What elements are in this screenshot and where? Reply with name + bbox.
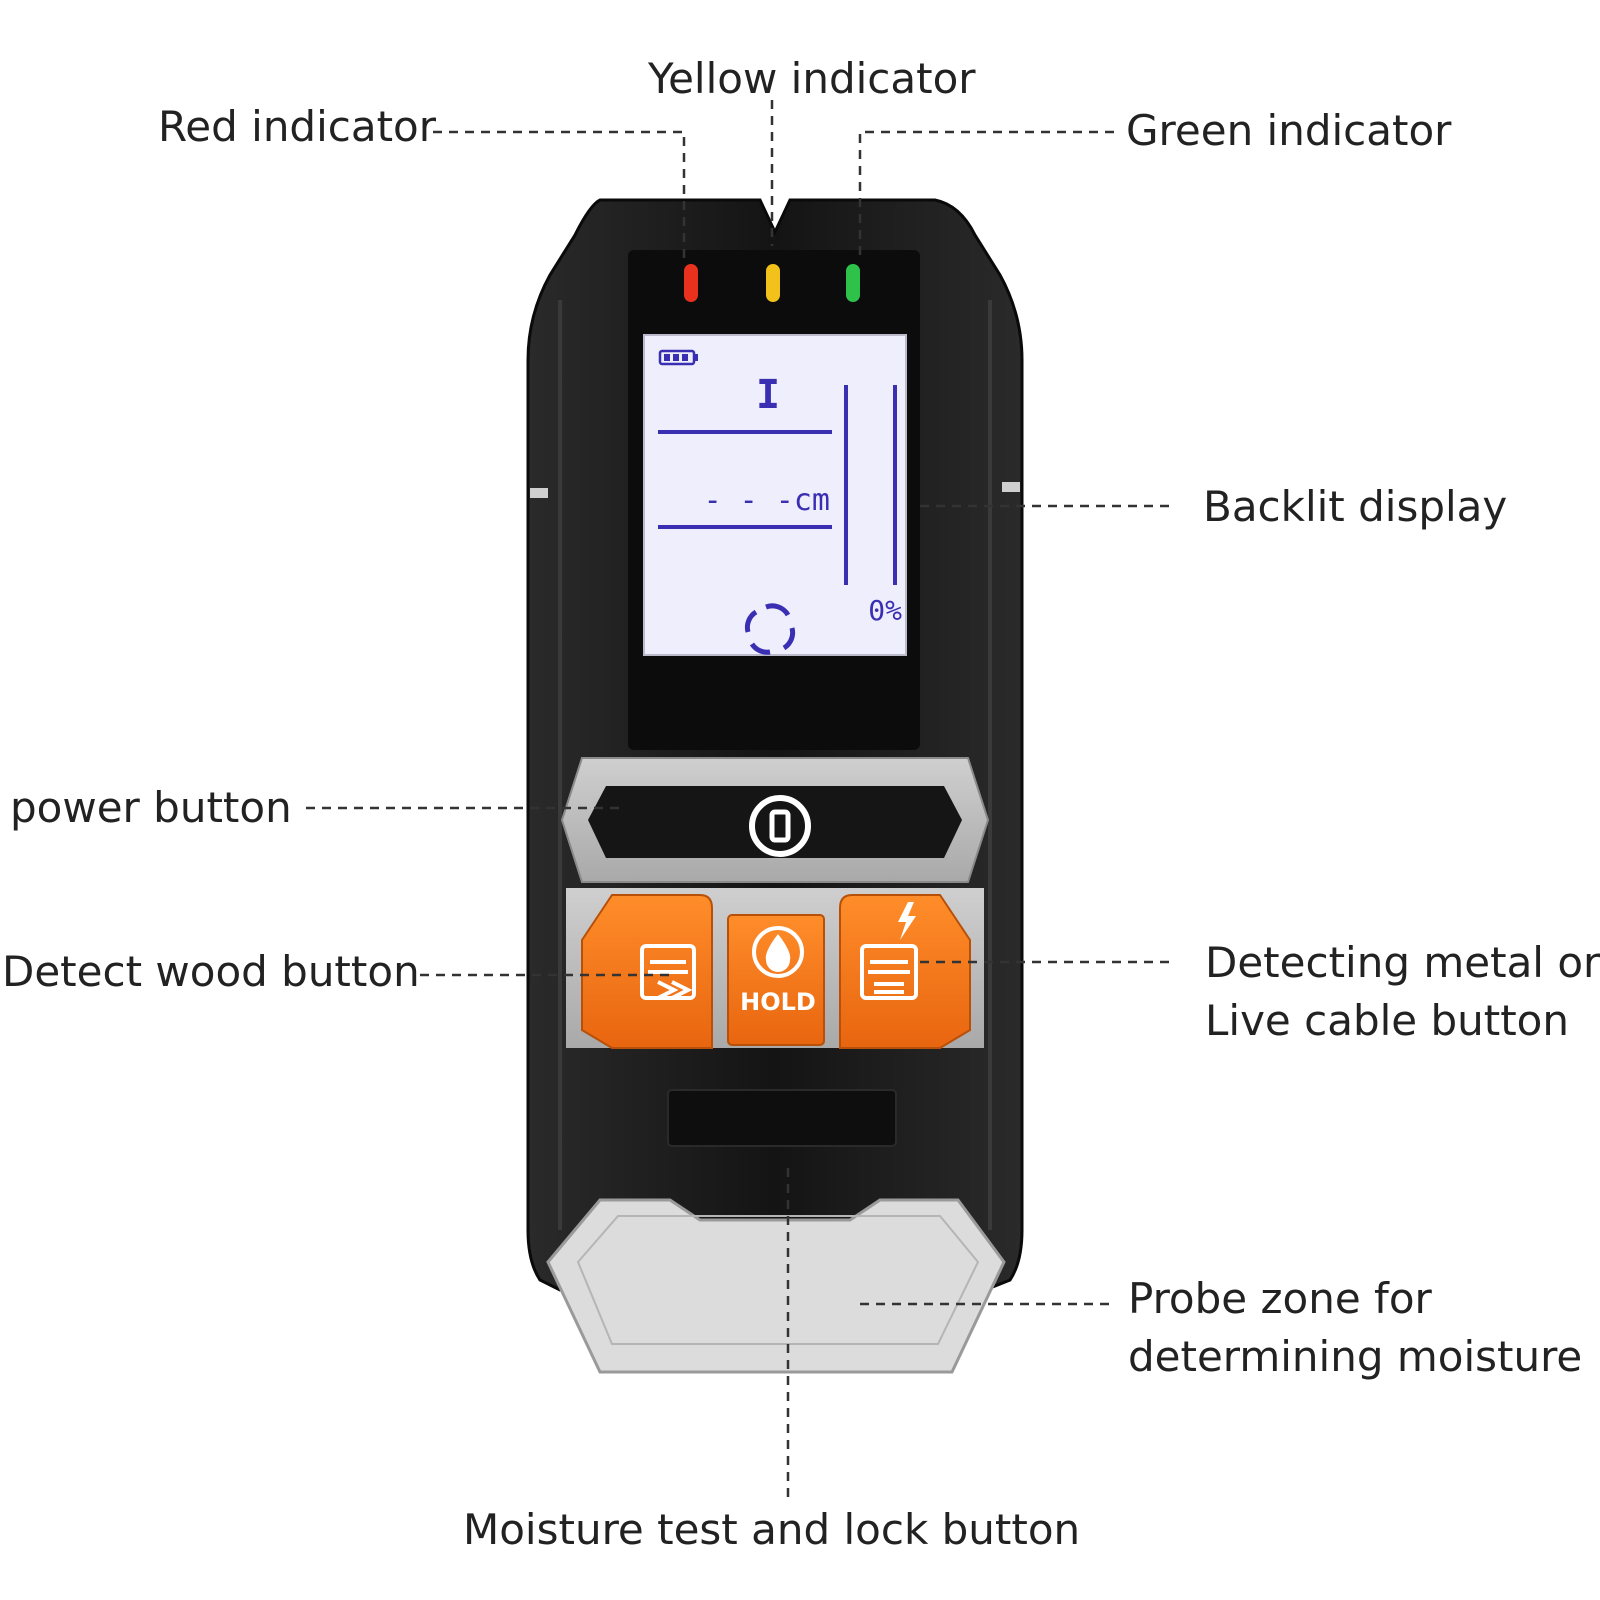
moisture-hold-button[interactable]: HOLD: [727, 914, 825, 1046]
detect-metal-button[interactable]: [839, 894, 971, 1049]
label-power-button: power button: [10, 783, 292, 832]
detect-wood-button[interactable]: [581, 894, 713, 1049]
power-band: [560, 757, 990, 883]
lcd-percent-readout: 0%: [868, 594, 902, 627]
target-icon: [744, 603, 796, 655]
water-drop-icon: [752, 926, 804, 978]
lower-body: [667, 1089, 897, 1147]
probe-zone: [546, 1198, 1006, 1374]
yellow-led: [766, 264, 780, 302]
label-detect-metal-line2: Live cable button: [1205, 996, 1569, 1045]
leader-red: [433, 130, 686, 262]
lcd-distance-readout: - - -cm: [704, 483, 830, 518]
label-detect-metal-line1: Detecting metal or: [1205, 938, 1600, 987]
label-moisture-button: Moisture test and lock button: [463, 1505, 1081, 1554]
lightning-icon: [898, 902, 916, 940]
label-red-indicator: Red indicator: [158, 102, 437, 151]
label-detect-wood-button: Detect wood button: [2, 947, 420, 996]
label-backlit-display: Backlit display: [1203, 482, 1508, 531]
leader-green: [858, 130, 1114, 262]
battery-icon: [658, 349, 698, 366]
indicator-leds: [684, 264, 860, 302]
wood-detect-icon: [640, 944, 696, 1000]
hold-label: HOLD: [740, 988, 816, 1016]
green-led: [846, 264, 860, 302]
leader-lines: [306, 100, 1176, 1500]
label-probe-zone-line2: determining moisture: [1128, 1332, 1583, 1381]
red-led: [684, 264, 698, 302]
power-icon: [749, 795, 811, 857]
label-green-indicator: Green indicator: [1126, 106, 1452, 155]
power-button[interactable]: [749, 795, 811, 857]
lcd-mode-symbol: I: [756, 372, 780, 418]
label-yellow-indicator: Yellow indicator: [648, 54, 976, 103]
label-probe-zone-line1: Probe zone for: [1128, 1274, 1432, 1323]
lcd-screen: I - - -cm 0%: [643, 334, 907, 656]
metal-detect-icon: [860, 944, 918, 1000]
